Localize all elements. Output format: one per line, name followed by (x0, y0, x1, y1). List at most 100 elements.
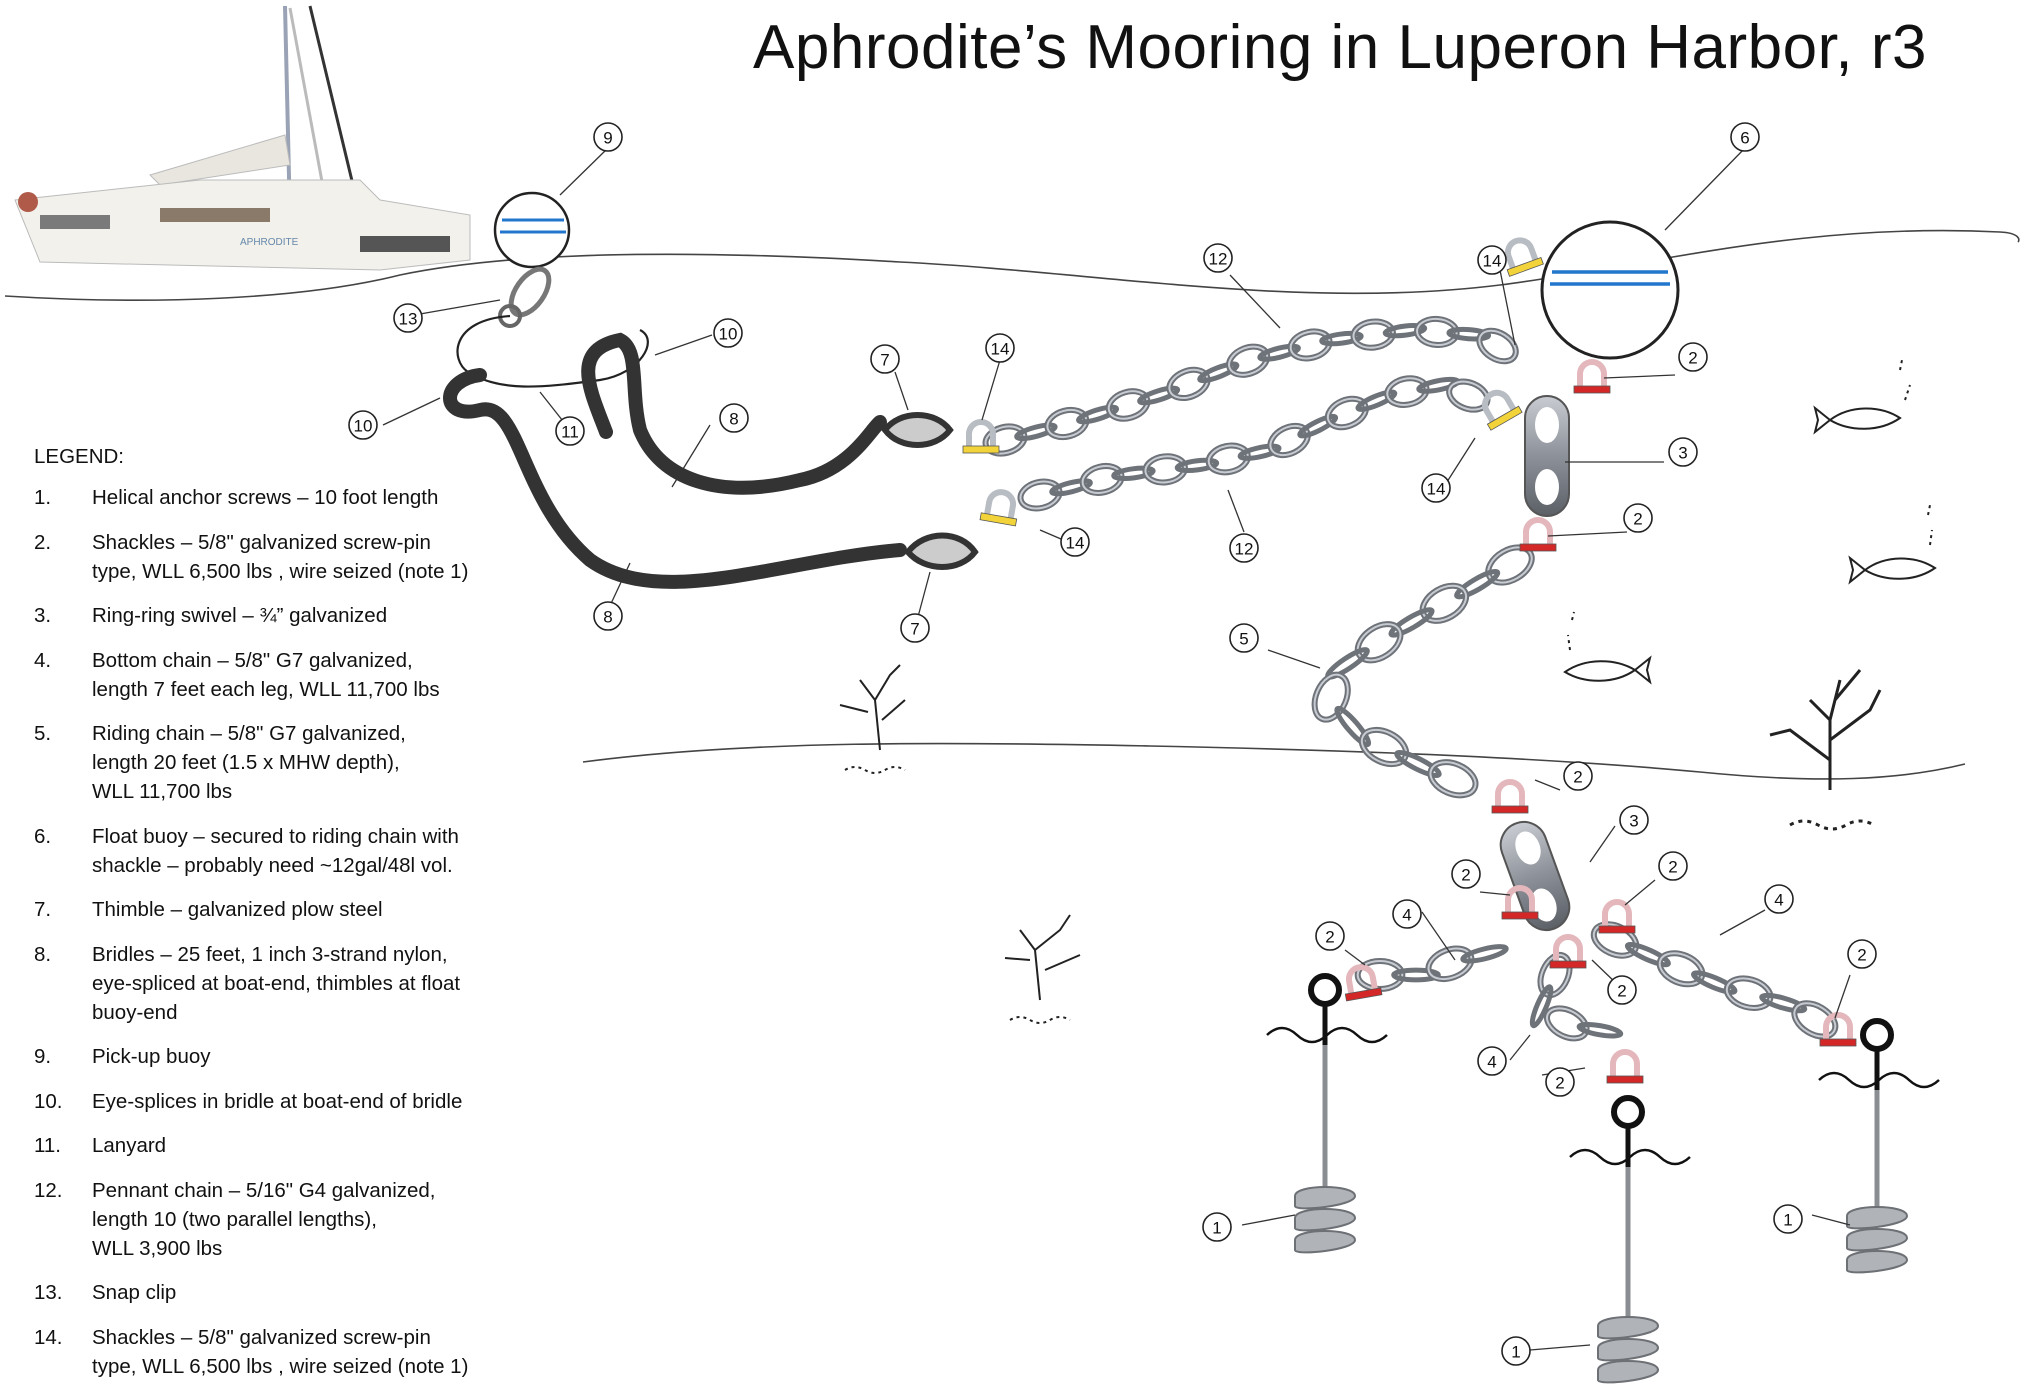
legend-item: 4.Bottom chain – 5/8" G7 galvanized, len… (34, 646, 514, 704)
callout-label: 8 (603, 608, 612, 627)
callout-label: 10 (354, 417, 373, 436)
legend-item: 7.Thimble – galvanized plow steel (34, 895, 514, 924)
chain-link-highlight (1168, 368, 1209, 400)
callout-label: 2 (1555, 1074, 1564, 1093)
seaweed-middle (1004, 914, 1081, 1024)
seaweed-left (839, 664, 906, 774)
callout-label: 4 (1487, 1053, 1496, 1072)
chain-link-highlight (1427, 947, 1473, 981)
callout-label: 4 (1402, 906, 1411, 925)
anchors-group (1266, 973, 1940, 1384)
chain-link (1257, 343, 1301, 362)
lanyard-line (456, 314, 649, 388)
legend-text: Bottom chain – 5/8" G7 galvanized, lengt… (92, 648, 440, 701)
callout-label: 8 (729, 410, 738, 429)
chain-link (1297, 413, 1339, 439)
shackle (1819, 1012, 1857, 1047)
callout-label: 12 (1209, 250, 1228, 269)
callout-number: 14 (985, 333, 1015, 363)
callout-label: 2 (1461, 866, 1470, 885)
legend-heading: LEGEND: (34, 445, 124, 468)
chain-link (1137, 385, 1181, 406)
callout-number: 8 (593, 601, 623, 631)
legend-number: 6. (34, 824, 52, 848)
legend-number: 9. (34, 1045, 52, 1068)
chain-link-highlight (1269, 424, 1309, 457)
legend-item: 1.Helical anchor screws – 10 foot length (34, 483, 514, 512)
shackle (1491, 779, 1529, 814)
callout-label: 3 (1629, 812, 1638, 831)
chain-link (1394, 749, 1442, 779)
legend-text: Shackles – 5/8" galvanized screw-pin typ… (92, 530, 469, 583)
chain-link-highlight (1386, 377, 1428, 406)
legend-item: 2.Shackles – 5/8" galvanized screw-pin t… (34, 528, 514, 586)
chain-link-highlight (1421, 584, 1468, 622)
chain-link-highlight (1416, 317, 1458, 346)
callout-label: 10 (719, 325, 738, 344)
callout-label: 13 (399, 310, 418, 329)
callout-label: 6 (1740, 129, 1749, 148)
callout-number: 8 (719, 403, 749, 433)
shackle (1606, 1049, 1644, 1084)
legend-item: 11.Lanyard (34, 1131, 514, 1160)
callout-number: 2 (1678, 342, 1708, 372)
shackle (1505, 237, 1544, 277)
legend-item: 10.Eye-splices in bridle at boat-end of … (34, 1087, 514, 1116)
bottom-chain-left (1354, 944, 1509, 992)
callout-label: 14 (1066, 534, 1085, 553)
chain-link (1391, 967, 1441, 983)
callout-label: 9 (603, 129, 612, 148)
callout-label: 2 (1325, 928, 1334, 947)
callout-number: 11 (555, 416, 585, 446)
legend-item: 9.Pick-up buoy (34, 1042, 514, 1071)
bridle-rope-lower (443, 368, 907, 589)
chain-link-highlight (1352, 320, 1394, 349)
callout-number: 4 (1392, 899, 1422, 929)
callout-number: 2 (1563, 761, 1593, 791)
legend-item: 12.Pennant chain – 5/16" G4 galvanized, … (34, 1176, 514, 1263)
shackle (1501, 885, 1539, 920)
callout-number: 12 (1229, 533, 1259, 563)
chain-link-highlight (1658, 952, 1704, 986)
callout-number: 14 (1477, 245, 1507, 275)
legend-number: 10. (34, 1089, 63, 1113)
pennant-chain-upper (982, 315, 1519, 457)
chain-link (1759, 992, 1808, 1014)
callout-number: 4 (1764, 884, 1794, 914)
anchor-helix-turn (1597, 1338, 1660, 1362)
legend-number: 3. (34, 604, 52, 627)
callout-number: 2 (1607, 975, 1637, 1005)
chain-link-highlight (1356, 623, 1402, 662)
legend-number: 5. (34, 722, 52, 745)
anchor-helix-turn (1846, 1228, 1909, 1252)
chain-link (1454, 568, 1501, 600)
diagram-title: Aphrodite’s Mooring in Luperon Harbor, r… (753, 13, 1927, 82)
pickup-buoy (493, 191, 571, 269)
chain-link (1174, 457, 1220, 474)
chains-group (982, 315, 1839, 1042)
callout-number: 9 (593, 122, 623, 152)
helical-anchor-right (1818, 1018, 1940, 1274)
anchor-helix-turn (1294, 1208, 1357, 1232)
fish-1 (1813, 359, 1911, 435)
callout-number: 6 (1730, 122, 1760, 152)
thimble-upper (881, 412, 954, 448)
legend-number: 11. (34, 1134, 61, 1157)
chain-link (1111, 465, 1156, 481)
callout-number: 7 (900, 613, 930, 643)
chain-link (1014, 422, 1058, 441)
chain-link-highlight (1725, 977, 1772, 1009)
chain-link-highlight (1046, 408, 1088, 439)
anchor-eye (1860, 1018, 1894, 1052)
legend-text: Float buoy – secured to riding chain wit… (92, 824, 459, 877)
chain-link-highlight (1478, 329, 1517, 363)
helical-anchor-middle (1569, 1095, 1691, 1384)
callout-label: 11 (561, 423, 579, 442)
chain-link-highlight (1793, 1002, 1837, 1038)
anchor-helix-turn (1846, 1206, 1909, 1230)
chain-link-highlight (1144, 455, 1186, 484)
callout-number: 2 (1658, 851, 1688, 881)
callout-number: 14 (1421, 473, 1451, 503)
callout-label: 2 (1688, 349, 1697, 368)
